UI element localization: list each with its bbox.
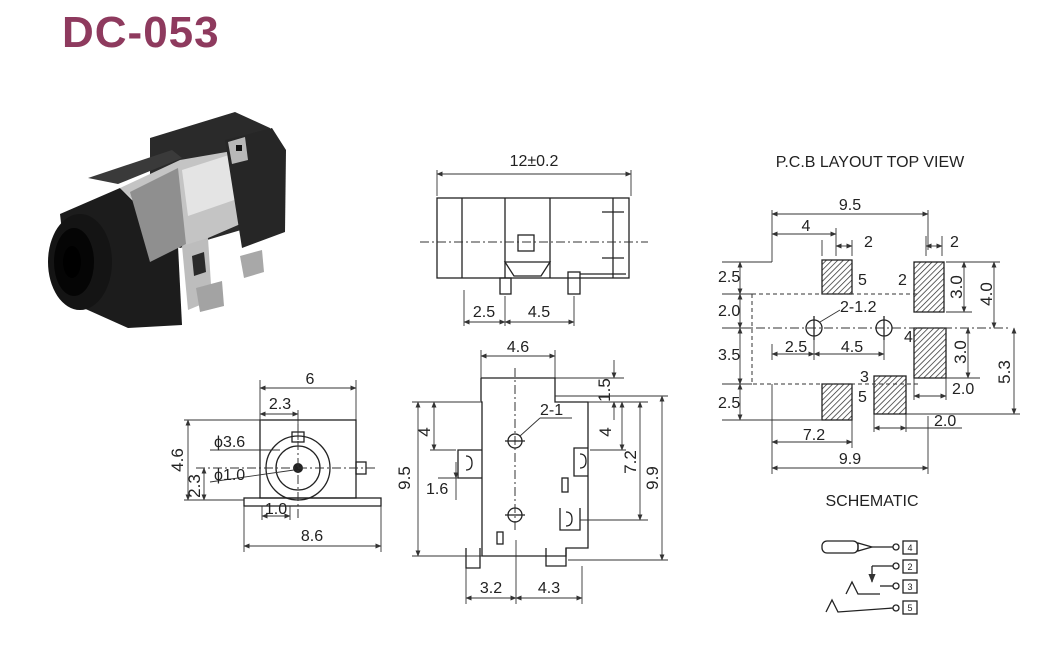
schematic-pin-3: 3 — [907, 582, 912, 592]
front-base-width-dim: 8.6 — [301, 528, 323, 545]
product-title: DC-053 — [62, 8, 220, 57]
pcb-pad-label-5a: 5 — [858, 272, 867, 289]
bottom-height-inner-dim: 9.5 — [395, 466, 414, 490]
pcb-left-a-dim: 2.5 — [718, 269, 740, 286]
pcb-right-b-dim: 4.0 — [977, 282, 996, 306]
schematic-heading: SCHEMATIC — [825, 493, 918, 510]
pcb-layout: P.C.B LAYOUT TOP VIEW 9.5 4 2 2 5 2 4 3 … — [718, 154, 1020, 474]
bottom-top-tab-dim: 1.5 — [595, 378, 614, 402]
side-pin-spacing-dim: 4.5 — [528, 304, 550, 321]
pcb-hole-left-dim: 2.5 — [785, 339, 807, 356]
bottom-pin-b-dim: 4.3 — [538, 580, 560, 597]
pcb-hole-label: 2-1.2 — [840, 299, 877, 316]
pcb-pad-label-4: 4 — [904, 329, 913, 346]
pcb-top-overall-dim: 9.5 — [839, 197, 861, 214]
schematic: SCHEMATIC 4 2 3 5 — [821, 493, 919, 615]
schematic-pin-2: 2 — [907, 562, 912, 572]
front-outer-dia: ϕ3.6 — [214, 434, 245, 451]
bottom-height-overall-dim: 9.9 — [643, 466, 662, 490]
schematic-pin-5: 5 — [907, 603, 912, 613]
pcb-bottom-overall-dim: 9.9 — [839, 451, 861, 468]
schematic-pin-4: 4 — [907, 543, 912, 553]
front-offset-dim: 2.3 — [269, 396, 291, 413]
bottom-right-dim: 4 — [596, 427, 615, 436]
bottom-height-right-dim: 7.2 — [621, 450, 640, 474]
pcb-pad-label-2: 2 — [898, 272, 907, 289]
bottom-tab-dim: 1.6 — [426, 481, 448, 498]
side-view: 12±0.2 2.5 4.5 — [420, 153, 648, 326]
bottom-view: 4.6 1.5 2-1 4 4 9.5 — [395, 339, 668, 604]
front-view: 6 2.3 ϕ3.6 ϕ1.0 4.6 2.3 1.0 8.6 — [168, 371, 382, 552]
bottom-top-width-dim: 4.6 — [507, 339, 529, 356]
pcb-pad-label-5b: 5 — [858, 389, 867, 406]
pcb-top-left-dim: 4 — [802, 218, 811, 235]
pcb-left-b-dim: 2.0 — [718, 303, 740, 320]
front-center-height-dim: 2.3 — [185, 474, 204, 498]
pcb-top-pad-b-dim: 2 — [950, 234, 959, 251]
pcb-heading: P.C.B LAYOUT TOP VIEW — [776, 154, 965, 171]
front-height-dim: 4.6 — [168, 448, 187, 472]
pcb-left-c-dim: 3.5 — [718, 347, 740, 364]
front-pin-dia: ϕ1.0 — [214, 467, 245, 484]
side-pin-left-dim: 2.5 — [473, 304, 495, 321]
bottom-pin-a-dim: 3.2 — [480, 580, 502, 597]
pcb-right-c-dim: 3.0 — [951, 340, 970, 364]
pcb-left-d-dim: 2.5 — [718, 395, 740, 412]
pcb-bottom-b-dim: 2.0 — [934, 413, 956, 430]
bottom-left-dim: 4 — [415, 427, 434, 436]
front-width-dim: 6 — [306, 371, 315, 388]
pcb-bottom-c-dim: 7.2 — [803, 427, 825, 444]
pcb-right-d-dim: 5.3 — [995, 360, 1014, 384]
pcb-bottom-a-dim: 2.0 — [952, 381, 974, 398]
pcb-hole-spacing-dim: 4.5 — [841, 339, 863, 356]
pcb-right-a-dim: 3.0 — [947, 275, 966, 299]
pcb-top-pad-a-dim: 2 — [864, 234, 873, 251]
pcb-pad-label-3: 3 — [860, 369, 869, 386]
bottom-hole-label: 2-1 — [540, 402, 563, 419]
side-overall-dim: 12±0.2 — [510, 153, 559, 170]
front-base-height-dim: 1.0 — [265, 501, 287, 518]
product-photo — [48, 112, 286, 328]
